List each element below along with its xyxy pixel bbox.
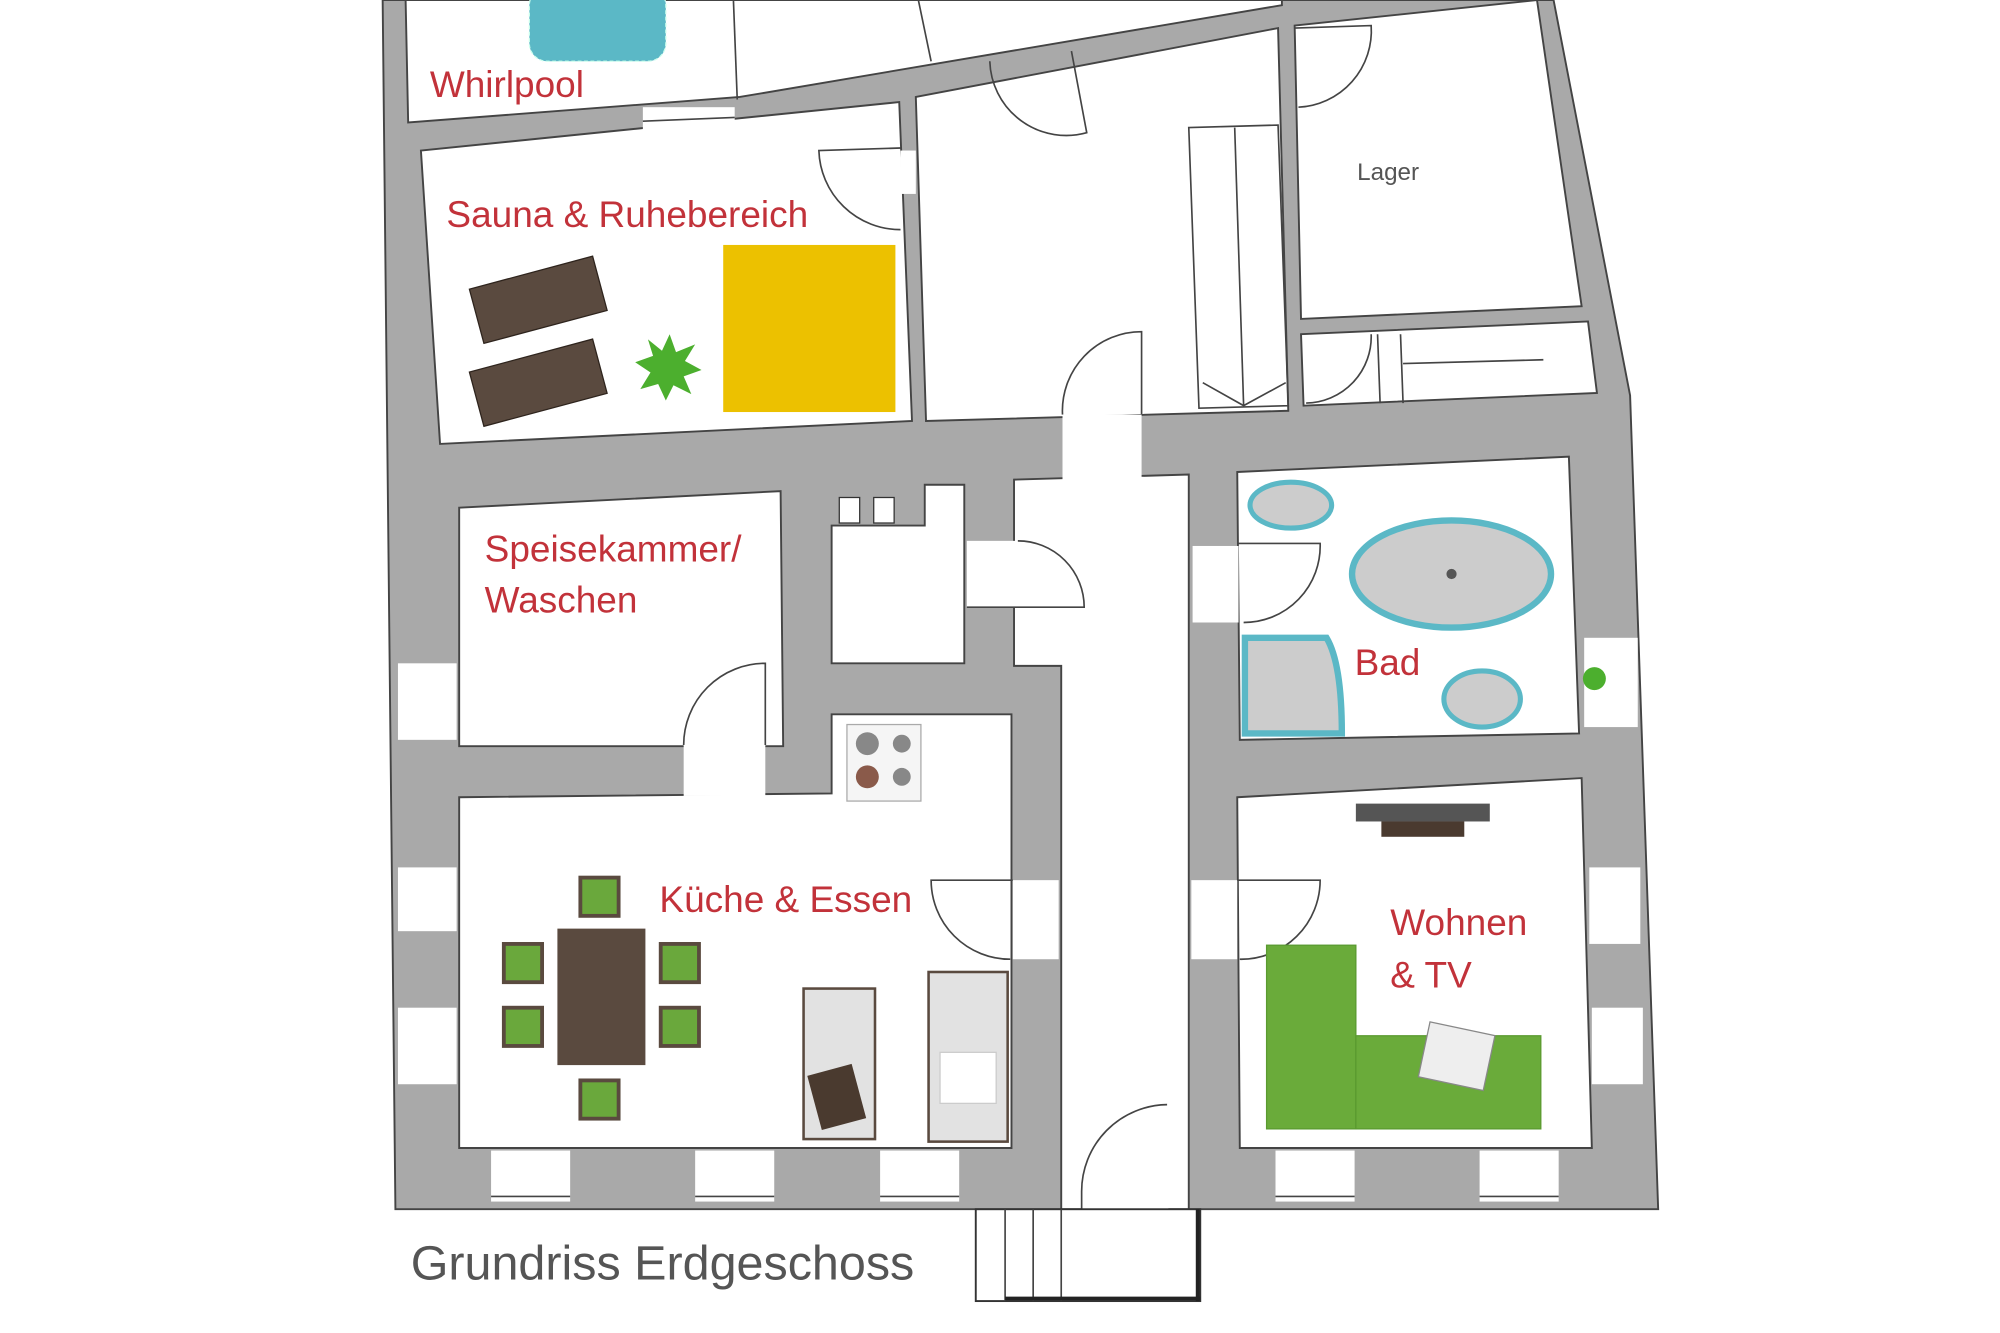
entrance-steps	[974, 1208, 1202, 1303]
whirlpool-tub	[528, 0, 667, 62]
bathroom-fixtures	[1241, 479, 1606, 737]
tv	[1355, 803, 1490, 837]
label-whirlpool: Whirlpool	[430, 64, 584, 105]
sauna-cabin	[723, 244, 896, 413]
dining-table	[501, 875, 701, 1121]
room-speisekammer	[458, 490, 785, 748]
newspaper	[1417, 1021, 1496, 1092]
label-speisekammer-2: Waschen	[485, 579, 638, 620]
label-wohnen-2: & TV	[1390, 954, 1472, 995]
label-wohnen-1: Wohnen	[1390, 902, 1527, 943]
label-lager: Lager	[1357, 159, 1419, 186]
room-shaft	[830, 483, 966, 665]
plan-title: Grundriss Erdgeschoss	[411, 1236, 915, 1290]
plant-icon	[635, 334, 702, 401]
label-kueche: Küche & Essen	[659, 879, 912, 920]
label-sauna: Sauna & Ruhebereich	[446, 194, 808, 235]
label-bad: Bad	[1355, 642, 1421, 683]
stove	[846, 723, 922, 802]
kitchen-counters	[802, 970, 1009, 1143]
room-storage-small	[1300, 320, 1599, 407]
room-hall	[914, 26, 1290, 422]
label-speisekammer-1: Speisekammer/	[485, 528, 743, 569]
room-lager	[1293, 0, 1583, 320]
sun-loungers	[468, 255, 608, 428]
windows	[397, 107, 1643, 1202]
